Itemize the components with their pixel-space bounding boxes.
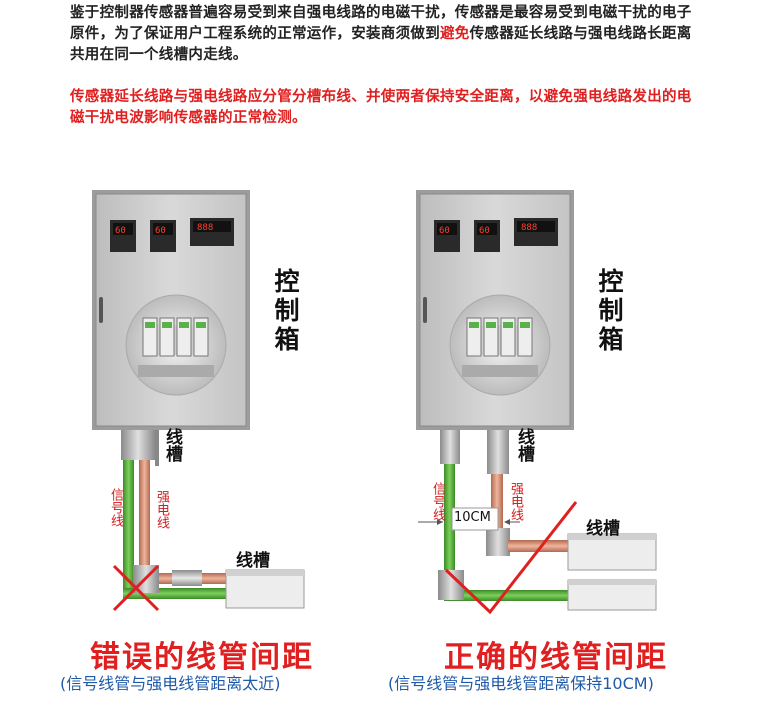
- power-pipe-left: [133, 460, 249, 593]
- distance-label: 10CM: [454, 510, 491, 525]
- meter-2-reading-right: 60: [479, 226, 490, 236]
- control-box-label-left: 控制箱: [271, 268, 300, 355]
- duct-right-lower: [567, 579, 657, 611]
- intro-highlight: 避免: [440, 26, 470, 42]
- distance-indicator: [418, 507, 520, 531]
- power-wire-label-right: 强电线: [508, 482, 523, 521]
- duct-label-box-left: 线槽: [162, 428, 182, 462]
- duct-label-box-right: 线槽: [514, 428, 534, 462]
- control-box-right: 60 60 888: [416, 190, 574, 430]
- meter-3-reading: 888: [197, 223, 213, 233]
- signal-pipe-left: [123, 460, 253, 599]
- control-box-label-right: 控制箱: [595, 268, 624, 355]
- meter-3-reading-right: 888: [521, 223, 537, 233]
- signal-wire-label-right: 信号线: [430, 482, 445, 521]
- correct-check-mark: [444, 501, 578, 615]
- signal-wire-label-left: 信号线: [108, 488, 123, 527]
- control-box-left: 60 60 888: [92, 190, 250, 430]
- duct-label-right: 线槽: [586, 519, 620, 539]
- power-wire-label-left: 强电线: [154, 490, 169, 529]
- meter-1-reading: 60: [115, 226, 126, 236]
- power-pipe-right: [486, 474, 572, 556]
- meter-2-reading: 60: [155, 226, 166, 236]
- left-subcaption: (信号线管与强电线管距离太近): [60, 674, 281, 693]
- warning-paragraph: 传感器延长线路与强电线路应分管分槽布线、并使两者保持安全距离，以避免强电线路发出…: [70, 89, 692, 126]
- wrong-cross-mark: [112, 564, 160, 612]
- meter-1-reading-right: 60: [439, 226, 450, 236]
- duct-left: [225, 569, 305, 609]
- right-subcaption: (信号线管与强电线管距离保持10CM): [388, 674, 654, 693]
- duct-label-left: 线槽: [236, 551, 270, 571]
- right-caption: 正确的线管间距: [444, 640, 668, 675]
- duct-right-upper: [567, 533, 657, 571]
- left-caption: 错误的线管间距: [90, 640, 314, 675]
- intro-paragraph: 鉴于控制器传感器普遍容易受到来自强电线路的电磁干扰，传感器是最容易受到电磁干扰的…: [70, 5, 692, 63]
